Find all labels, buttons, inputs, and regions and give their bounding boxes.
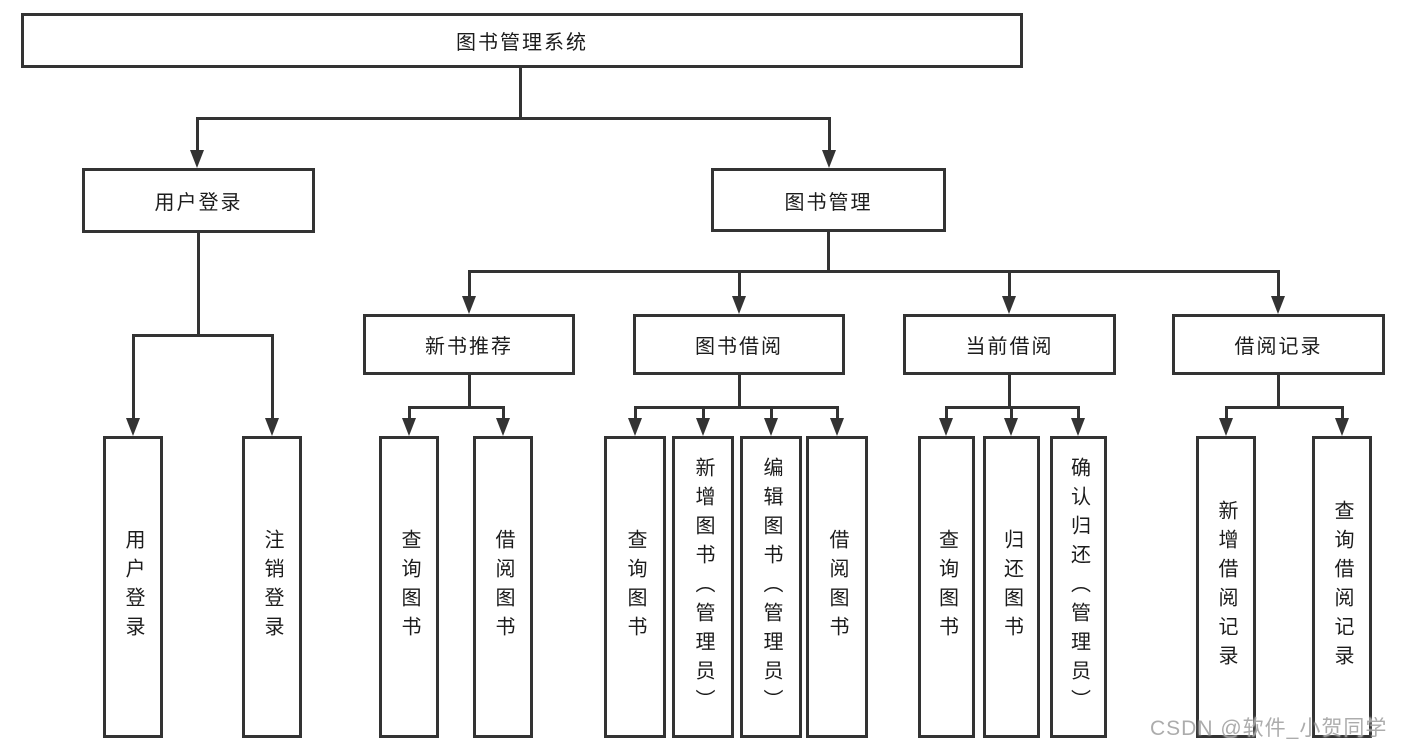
connector-stem (196, 233, 200, 335)
node-leaf-query-books-borrow: 查询图书 (604, 436, 666, 738)
connector-drop (944, 407, 948, 422)
arrow-down-icon (1071, 418, 1085, 436)
connector-bar (633, 405, 839, 409)
node-leaf-confirm-return: 确认归还（管理员） (1050, 436, 1107, 738)
connector-stem (826, 232, 830, 271)
arrow-down-icon (1335, 418, 1349, 436)
node-leaf-query-books-cur: 查询图书 (918, 436, 975, 738)
connector-drop (835, 407, 839, 422)
connector-drop (769, 407, 773, 422)
arrow-down-icon (190, 150, 204, 168)
connector-drop (1076, 407, 1080, 422)
node-leaf-borrow-books: 借阅图书 (806, 436, 868, 738)
arrow-down-icon (496, 418, 510, 436)
connector-drop (701, 407, 705, 422)
connector-drop (501, 407, 505, 422)
connector-stem (737, 375, 741, 407)
connector-stem (1007, 375, 1011, 407)
arrow-down-icon (126, 418, 140, 436)
arrow-down-icon (628, 418, 642, 436)
arrow-down-icon (732, 296, 746, 314)
arrow-down-icon (1002, 296, 1016, 314)
connector-drop (827, 118, 831, 154)
node-leaf-add-borrow-record: 新增借阅记录 (1196, 436, 1256, 738)
connector-drop (1276, 271, 1280, 300)
arrow-down-icon (1004, 418, 1018, 436)
arrow-down-icon (265, 418, 279, 436)
connector-drop (467, 271, 471, 300)
csdn-watermark: CSDN @软件_小贺同学 (1150, 717, 1388, 740)
node-leaf-borrow-books-rec: 借阅图书 (473, 436, 533, 738)
node-borrowing-records: 借阅记录 (1172, 314, 1385, 375)
node-book-management: 图书管理 (711, 168, 946, 232)
connector-bar (1224, 405, 1344, 409)
node-current-borrowing: 当前借阅 (903, 314, 1116, 375)
arrow-down-icon (462, 296, 476, 314)
node-leaf-logout: 注销登录 (242, 436, 302, 738)
connector-bar (131, 333, 274, 337)
connector-bar (407, 405, 505, 409)
connector-drop (407, 407, 411, 422)
connector-bar (195, 116, 831, 120)
connector-drop (1340, 407, 1344, 422)
node-user-login: 用户登录 (82, 168, 315, 233)
arrow-down-icon (830, 418, 844, 436)
arrow-down-icon (822, 150, 836, 168)
node-leaf-return-books: 归还图书 (983, 436, 1040, 738)
connector-drop (195, 118, 199, 154)
arrow-down-icon (402, 418, 416, 436)
arrow-down-icon (1219, 418, 1233, 436)
connector-bar (467, 269, 1280, 273)
node-root: 图书管理系统 (21, 13, 1023, 68)
connector-drop (1007, 271, 1011, 300)
node-leaf-edit-books-admin: 编辑图书（管理员） (740, 436, 802, 738)
connector-stem (518, 68, 522, 118)
node-leaf-user-login: 用户登录 (103, 436, 163, 738)
connector-stem (467, 375, 471, 407)
node-leaf-add-books-admin: 新增图书（管理员） (672, 436, 734, 738)
connector-drop (270, 335, 274, 422)
connector-stem (1276, 375, 1280, 407)
connector-drop (633, 407, 637, 422)
node-leaf-query-borrow-record: 查询借阅记录 (1312, 436, 1372, 738)
connector-drop (737, 271, 741, 300)
node-new-book-recommend: 新书推荐 (363, 314, 575, 375)
connector-drop (131, 335, 135, 422)
arrow-down-icon (696, 418, 710, 436)
connector-drop (1224, 407, 1228, 422)
connector-drop (1009, 407, 1013, 422)
arrow-down-icon (939, 418, 953, 436)
node-book-borrowing: 图书借阅 (633, 314, 845, 375)
arrow-down-icon (1271, 296, 1285, 314)
node-leaf-query-books-rec: 查询图书 (379, 436, 439, 738)
arrow-down-icon (764, 418, 778, 436)
